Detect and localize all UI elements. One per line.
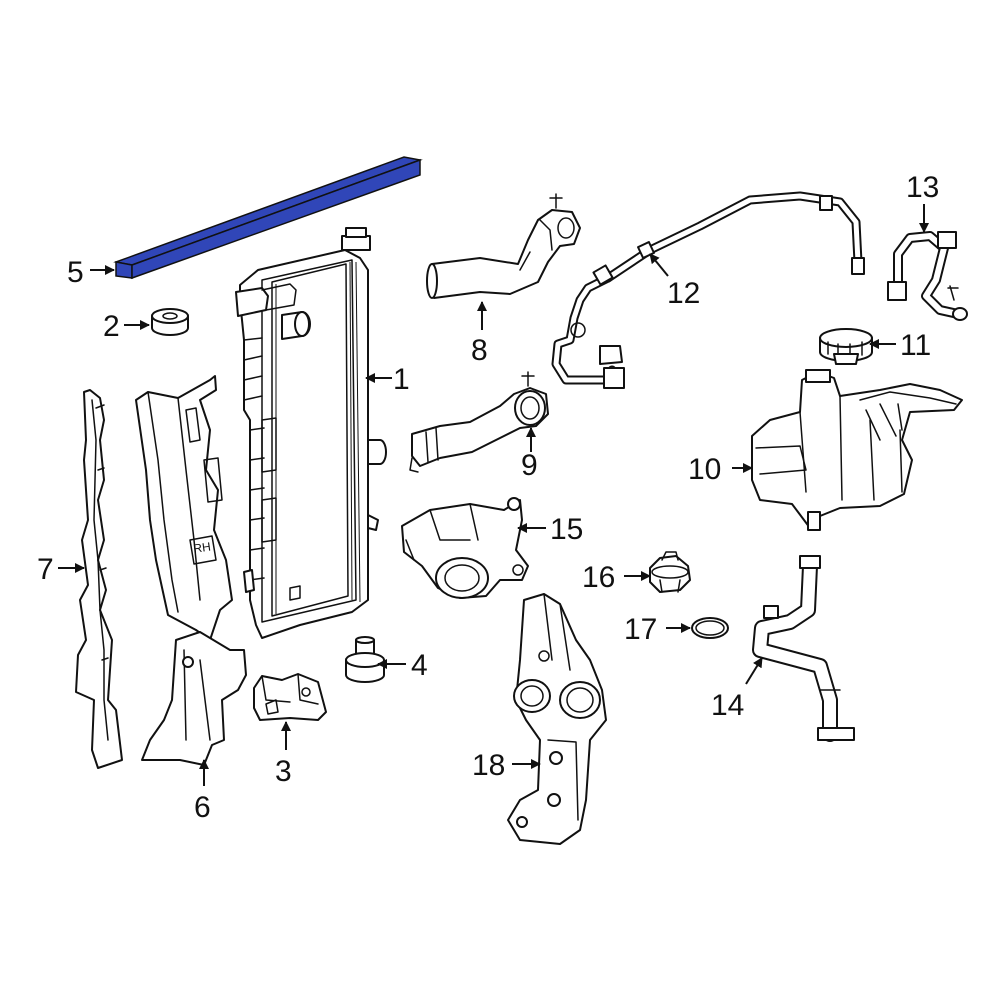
part-9-lower-hose[interactable] (409, 371, 549, 473)
callout-9[interactable]: 9 (521, 449, 538, 482)
part-5-seal-strip[interactable] (113, 156, 423, 280)
callout-14[interactable]: 14 (711, 689, 744, 722)
part-13-small-hose[interactable] (887, 231, 968, 321)
callout-4[interactable]: 4 (411, 649, 428, 682)
callout-7[interactable]: 7 (37, 553, 54, 586)
part-16-thermostat[interactable] (649, 551, 691, 593)
callout-11[interactable]: 11 (900, 329, 931, 362)
seal-strip-side-face (131, 158, 421, 280)
part-6-air-deflector[interactable]: RH (135, 375, 247, 766)
part-15-thermostat-housing[interactable] (401, 497, 529, 599)
part-12-bypass-hose[interactable] (551, 191, 865, 389)
callout-17[interactable]: 17 (624, 613, 657, 646)
callout-5[interactable]: 5 (67, 256, 84, 289)
callout-8[interactable]: 8 (471, 334, 488, 367)
callout-1[interactable]: 1 (393, 363, 410, 396)
callout-3[interactable]: 3 (275, 755, 292, 788)
leader-14 (745, 657, 763, 685)
part-17-o-ring[interactable] (691, 617, 729, 639)
callout-15[interactable]: 15 (550, 513, 583, 546)
callout-leaders (58, 204, 929, 786)
callout-10[interactable]: 10 (688, 453, 721, 486)
callout-18[interactable]: 18 (472, 749, 505, 782)
callout-12[interactable]: 12 (667, 277, 700, 310)
part-8-upper-hose[interactable] (426, 193, 581, 299)
callout-2[interactable]: 2 (103, 310, 120, 343)
callout-13[interactable]: 13 (906, 171, 939, 204)
part-18-outlet-bracket[interactable] (507, 593, 607, 845)
seal-strip-front-face (115, 261, 133, 279)
callout-6[interactable]: 6 (194, 791, 211, 824)
leader-12 (649, 253, 669, 277)
seal-strip-top-face (113, 156, 423, 266)
callout-16[interactable]: 16 (582, 561, 615, 594)
rh-embossing: RH (193, 540, 212, 556)
part-1-radiator[interactable] (235, 227, 387, 639)
part-4-bushing[interactable] (345, 636, 385, 683)
part-14-heater-hose[interactable] (752, 555, 855, 742)
part-10-reservoir[interactable] (751, 369, 963, 531)
part-11-pressure-cap[interactable] (819, 328, 873, 365)
part-3-lower-bracket[interactable] (253, 673, 327, 721)
callout-labels: 1 2 3 4 5 6 7 8 9 10 11 12 13 14 15 16 1… (37, 171, 939, 824)
part-7-side-baffle[interactable] (75, 389, 123, 769)
part-2-isolator[interactable] (151, 308, 189, 336)
